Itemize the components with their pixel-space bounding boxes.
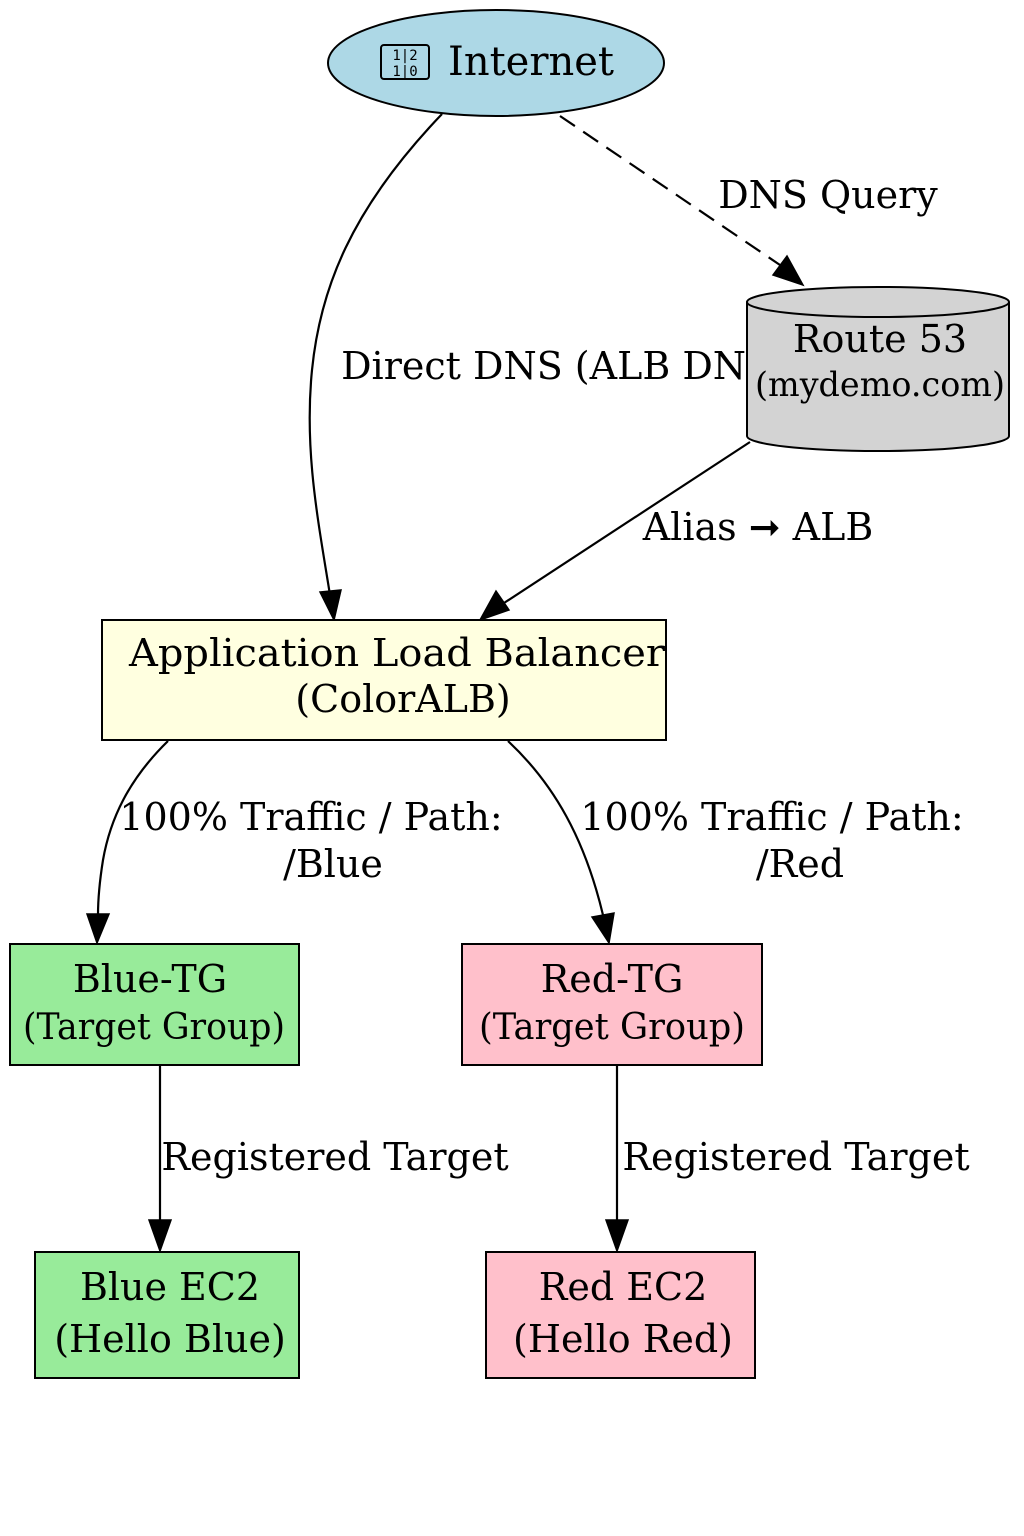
edge-alias-label: Alias ➞ ALB	[642, 505, 874, 549]
node-internet: 1|2 1|0 Internet	[327, 9, 665, 117]
edge-blue-traffic-label-line1: 100% Traffic / Path:	[119, 795, 502, 839]
svg-text:1|0: 1|0	[392, 64, 417, 80]
edge-direct-dns-arrowhead	[318, 589, 342, 623]
node-red-tg: Red-TG (Target Group)	[461, 943, 763, 1066]
edge-blue-traffic-label-line2: /Blue	[283, 842, 383, 886]
node-red-ec2: Red EC2 (Hello Red)	[485, 1251, 756, 1379]
node-red-tg-shape	[461, 943, 763, 1066]
node-blue-ec2: Blue EC2 (Hello Blue)	[34, 1251, 300, 1379]
node-blue-ec2-shape	[34, 1251, 300, 1379]
node-red-tg-title: Red-TG	[541, 957, 684, 1001]
edge-direct-dns: Direct DNS (ALB DNS)	[308, 113, 787, 623]
node-blue-ec2-subtitle: (Hello Blue)	[54, 1317, 286, 1361]
edge-red-traffic-arrowhead	[590, 912, 615, 946]
edge-red-traffic-label-line2: /Red	[756, 842, 844, 886]
edge-alias: Alias ➞ ALB	[478, 441, 874, 622]
node-internet-shape	[327, 9, 665, 117]
edge-dns-query-arrowhead	[771, 254, 805, 287]
node-blue-tg-title: Blue-TG	[73, 957, 227, 1001]
edge-blue-registered: Registered Target	[147, 1066, 509, 1254]
node-route53-subtitle: (mydemo.com)	[755, 365, 1005, 405]
edge-red-registered-arrowhead	[604, 1219, 630, 1254]
edge-dns-query-line	[559, 115, 781, 266]
node-blue-tg-subtitle: (Target Group)	[23, 1007, 285, 1048]
edge-red-registered: Registered Target	[604, 1066, 970, 1254]
node-blue-ec2-title: Blue EC2	[80, 1265, 260, 1309]
node-route53-top-rim	[746, 301, 1010, 318]
edge-dns-query-label: DNS Query	[718, 173, 938, 217]
edge-red-traffic: 100% Traffic / Path: /Red	[507, 740, 964, 946]
node-alb-subtitle: (ColorALB)	[295, 677, 510, 721]
node-red-ec2-title: Red EC2	[539, 1265, 708, 1309]
svg-text:1|2: 1|2	[392, 48, 417, 64]
edge-dns-query: DNS Query	[559, 115, 938, 287]
node-alb-shape	[101, 619, 667, 741]
edge-blue-traffic: 100% Traffic / Path: /Blue	[85, 740, 503, 946]
node-blue-tg-shape	[9, 943, 300, 1066]
node-route53-title: Route 53	[793, 317, 967, 361]
edge-direct-dns-line	[308, 113, 443, 596]
edge-alias-arrowhead	[478, 589, 511, 622]
edge-blue-registered-arrowhead	[147, 1219, 173, 1254]
edge-direct-dns-label: Direct DNS (ALB DNS)	[341, 344, 787, 388]
node-red-tg-subtitle: (Target Group)	[479, 1007, 745, 1048]
node-route53-body	[746, 286, 1010, 452]
node-route53: Route 53 (mydemo.com)	[746, 286, 1010, 452]
edge-blue-registered-label: Registered Target	[161, 1135, 508, 1179]
internet-icon: 1|2 1|0	[380, 44, 430, 80]
edge-alias-line	[503, 441, 751, 604]
edge-blue-traffic-arrowhead	[85, 913, 111, 946]
node-blue-tg: Blue-TG (Target Group)	[9, 943, 300, 1066]
edge-red-traffic-label-line1: 100% Traffic / Path:	[580, 795, 963, 839]
node-red-ec2-subtitle: (Hello Red)	[513, 1317, 733, 1361]
edge-red-registered-label: Registered Target	[622, 1135, 969, 1179]
node-alb-title: Application Load Balancer	[128, 631, 666, 675]
node-alb: Application Load Balancer (ColorALB)	[101, 619, 667, 741]
edge-red-traffic-line	[507, 740, 605, 916]
node-internet-label: Internet	[448, 39, 614, 85]
edge-blue-traffic-line	[96, 740, 169, 916]
node-red-ec2-shape	[485, 1251, 756, 1379]
